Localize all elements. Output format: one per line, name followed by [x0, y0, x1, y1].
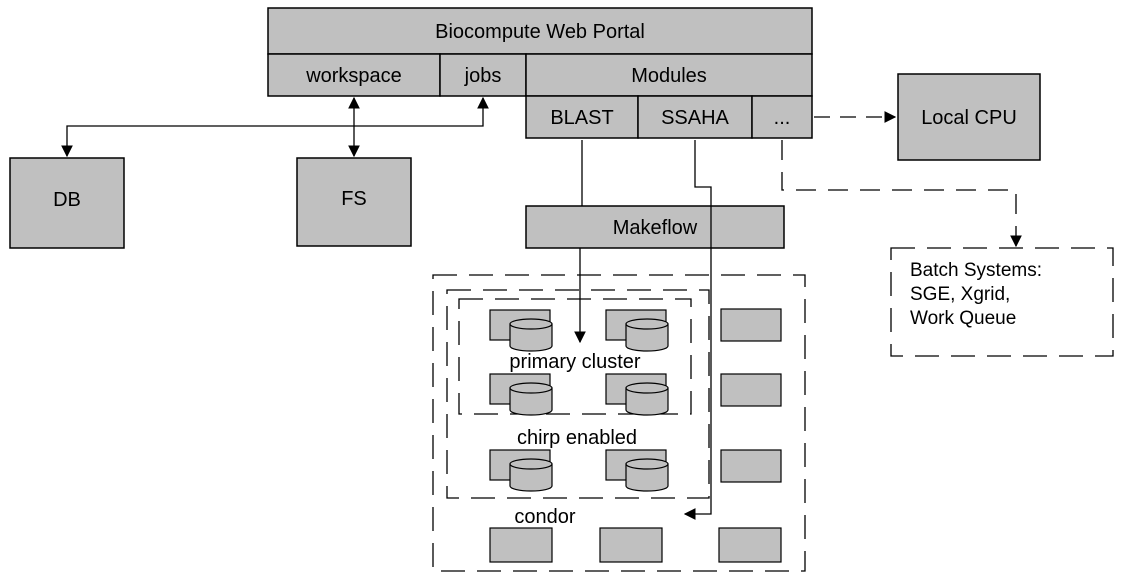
local-cpu-box: [897, 73, 1041, 161]
blast-label: BLAST: [550, 107, 613, 129]
batch-line-2: SGE, Xgrid,: [910, 284, 1010, 305]
blast-cell: [525, 95, 639, 139]
condor-node: [720, 449, 782, 483]
storage-cylinder-icon: [625, 458, 669, 492]
modules-label: Modules: [631, 65, 707, 87]
ssaha-cell: [637, 95, 753, 139]
chirp-enabled-label: chirp enabled: [517, 427, 637, 449]
local-cpu-label: Local CPU: [921, 107, 1017, 129]
makeflow-label: Makeflow: [613, 217, 698, 239]
cluster-nodes: [489, 308, 782, 563]
db-box: [9, 157, 125, 249]
batch-line-1: Batch Systems:: [910, 260, 1042, 281]
fs-box: [296, 157, 412, 247]
storage-cylinder-icon: [625, 318, 669, 352]
storage-cylinder-icon: [509, 382, 553, 416]
chirp-subgroup: [458, 298, 692, 415]
batch-line-3: Work Queue: [910, 308, 1016, 329]
db-label: DB: [53, 189, 81, 211]
more-modules-label: ...: [774, 107, 791, 129]
fs-label: FS: [341, 188, 367, 210]
batch-systems-box: [890, 247, 1114, 357]
primary-cluster-group: [446, 289, 710, 499]
portal-title: Biocompute Web Portal: [435, 21, 645, 43]
db-jobs-arrow: [61, 96, 489, 158]
workspace-label: workspace: [305, 65, 402, 87]
jobs-cell: [439, 53, 527, 97]
storage-connectors: [61, 96, 489, 158]
more-to-batch-arrow: [781, 140, 1022, 248]
condor-node: [720, 373, 782, 407]
condor-node: [489, 527, 553, 563]
condor-pool: [432, 274, 806, 572]
web-portal: Biocompute Web Portal workspace jobs Mod…: [267, 7, 813, 139]
condor-node: [720, 308, 782, 342]
portal-title-cell: [267, 7, 813, 55]
storage-cylinder-icon: [509, 458, 553, 492]
ssaha-job-arrow: [683, 140, 712, 520]
ssaha-label: SSAHA: [661, 107, 729, 129]
condor-node: [718, 527, 782, 563]
jobs-label: jobs: [464, 65, 502, 87]
modules-cell: [525, 53, 813, 97]
storage-cylinder-icon: [509, 318, 553, 352]
storage-cylinder-icon: [625, 382, 669, 416]
condor-node: [599, 527, 663, 563]
more-modules-cell: [751, 95, 813, 139]
workspace-cell: [267, 53, 441, 97]
primary-cluster-label: primary cluster: [509, 351, 640, 373]
condor-label: condor: [514, 506, 575, 528]
makeflow-box: [525, 205, 785, 249]
